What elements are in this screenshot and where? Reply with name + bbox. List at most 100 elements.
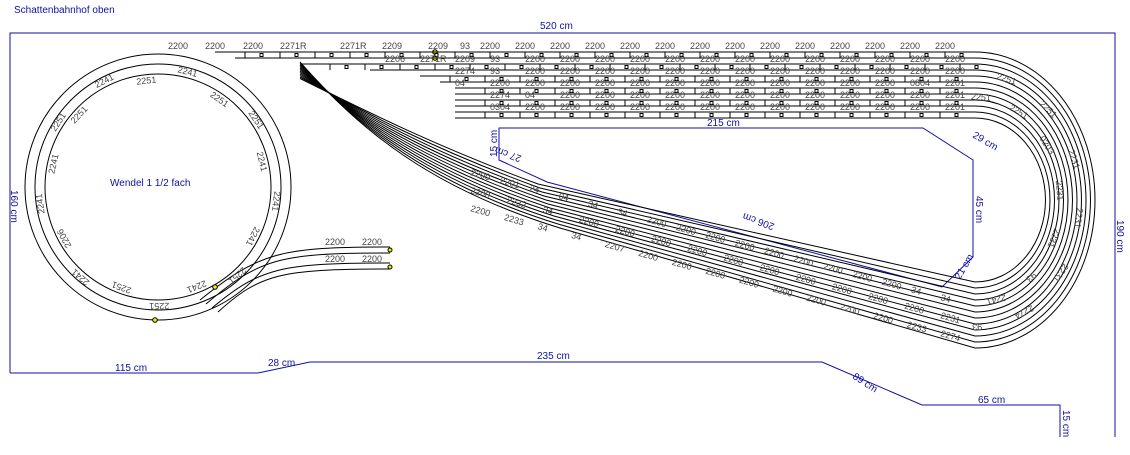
yard-track-label: 93 <box>490 66 500 76</box>
yard-track-label: 2200 <box>805 102 825 112</box>
yard-track-label: 2200 <box>560 102 580 112</box>
track-joint-marker <box>534 89 539 93</box>
yard-track-label: 2200 <box>910 54 930 64</box>
yard-track-label: 2200 <box>735 90 755 100</box>
yard-track-label: 2200 <box>665 90 685 100</box>
yard-track-label: 2200 <box>560 90 580 100</box>
loop-track-label: 2251 <box>971 92 992 103</box>
helix-exit-track <box>199 246 391 301</box>
yard-track-label: 2200 <box>910 102 930 112</box>
track-joint-marker <box>499 101 504 105</box>
helix-track-2 <box>24 53 292 321</box>
track-joint-marker <box>534 101 539 105</box>
track-joint-marker <box>414 65 419 69</box>
yard-top-label: 2200 <box>205 41 225 51</box>
yard-track-label: 04 <box>455 78 465 88</box>
yard-track-label: 2200 <box>560 66 580 76</box>
helix-exit-label: 2200 <box>362 254 382 264</box>
dim-top-width: 520 cm <box>540 21 573 32</box>
yard-track-label: 2200 <box>595 90 615 100</box>
track-joint-marker <box>674 89 679 93</box>
helix-exit-track <box>205 252 391 305</box>
yard-track-label: 2200 <box>840 54 860 64</box>
track-joint-marker <box>469 53 474 57</box>
helix-track-label: 2241 <box>270 191 282 212</box>
diagonal-track-label: 2200 <box>738 275 760 290</box>
contact-marker <box>152 317 158 323</box>
track-joint-marker <box>294 53 299 57</box>
diagonal-track-label: 2200 <box>772 284 794 299</box>
track-joint-marker <box>849 101 854 105</box>
rail-line <box>299 76 1051 289</box>
helix-track-label: 2251 <box>136 75 157 87</box>
track-joint-marker <box>624 65 629 69</box>
track-joint-marker <box>679 53 684 57</box>
track-joint-marker <box>904 65 909 69</box>
yard-track-label: 2200 <box>945 54 965 64</box>
track-joint-marker <box>574 53 579 57</box>
yard-track-label: 2200 <box>665 102 685 112</box>
diagonal-track-label: 2233 <box>503 212 525 227</box>
yard-top-label: 2200 <box>760 41 780 51</box>
loop-track-label: 93 <box>1024 270 1038 284</box>
yard-top-label: 2200 <box>865 41 885 51</box>
track-joint-marker <box>484 65 489 69</box>
track-joint-marker <box>604 89 609 93</box>
loop-track-label: 2274 <box>1013 303 1035 321</box>
track-joint-marker <box>924 53 929 57</box>
track-joint-marker <box>954 113 959 117</box>
rail-line <box>299 67 1078 325</box>
yard-track-label: 2206 <box>385 54 405 64</box>
diagonal-track-label: 2200 <box>637 248 659 263</box>
helix-exit-track <box>217 268 391 313</box>
loop-track-label: 2231 <box>1054 180 1066 201</box>
yard-top-label: 2200 <box>620 41 640 51</box>
track-joint-marker <box>449 65 454 69</box>
yard-track-label: 2200 <box>805 90 825 100</box>
yard-track-label: 2200 <box>700 66 720 76</box>
helix-track-label: 2251 <box>149 301 169 311</box>
yard-top-label: 2209 <box>382 41 402 51</box>
loop-track-label: 93 <box>972 322 982 332</box>
helix-track-label: 2241 <box>244 225 262 247</box>
loop-track-label: 2231 <box>1072 207 1085 228</box>
yard-track-label: 04 <box>525 90 535 100</box>
helix-track-label: 2251 <box>227 265 249 286</box>
yard-track-label: 2200 <box>630 78 650 88</box>
yard-top-label: 2200 <box>168 41 188 51</box>
track-joint-marker <box>344 65 349 69</box>
loop-track-label: 2251 <box>1008 102 1030 121</box>
track-joint-marker <box>604 77 609 81</box>
yard-track-label: 2200 <box>805 54 825 64</box>
yard-top-label: 2200 <box>550 41 570 51</box>
yard-track-label: 2200 <box>840 90 860 100</box>
rail-line <box>299 72 1064 307</box>
yard-track-label: 2200 <box>700 90 720 100</box>
track-joint-marker <box>569 101 574 105</box>
rail-line <box>299 75 1055 295</box>
diagonal-track-label: 2201 <box>499 175 521 190</box>
yard-top-label: 2200 <box>725 41 745 51</box>
track-joint-marker <box>464 77 469 81</box>
yard-top-label: 2200 <box>515 41 535 51</box>
yard-track-label: 2200 <box>525 66 545 76</box>
diagonal-track-label: 34 <box>570 230 582 242</box>
track-joint-marker <box>779 89 784 93</box>
yard-top-label: 2200 <box>690 41 710 51</box>
rail-line <box>215 51 1096 349</box>
yard-track-label: 2200 <box>875 54 895 64</box>
yard-track-label: 2271R <box>420 54 447 64</box>
rail-line <box>299 73 1060 301</box>
track-joint-marker <box>749 53 754 57</box>
track-joint-marker <box>779 101 784 105</box>
yard-track-label: 2200 <box>875 78 895 88</box>
helix-label: Wendel 1 1/2 fach <box>110 178 190 189</box>
helix-track-label: 2241 <box>177 64 199 79</box>
diagonal-track-label: 2200 <box>469 203 491 218</box>
rail-line <box>299 70 1069 313</box>
track-joint-marker <box>379 65 384 69</box>
track-joint-marker <box>779 113 784 117</box>
helix-track-label: 2241 <box>34 193 47 214</box>
yard-top-label: 2200 <box>900 41 920 51</box>
